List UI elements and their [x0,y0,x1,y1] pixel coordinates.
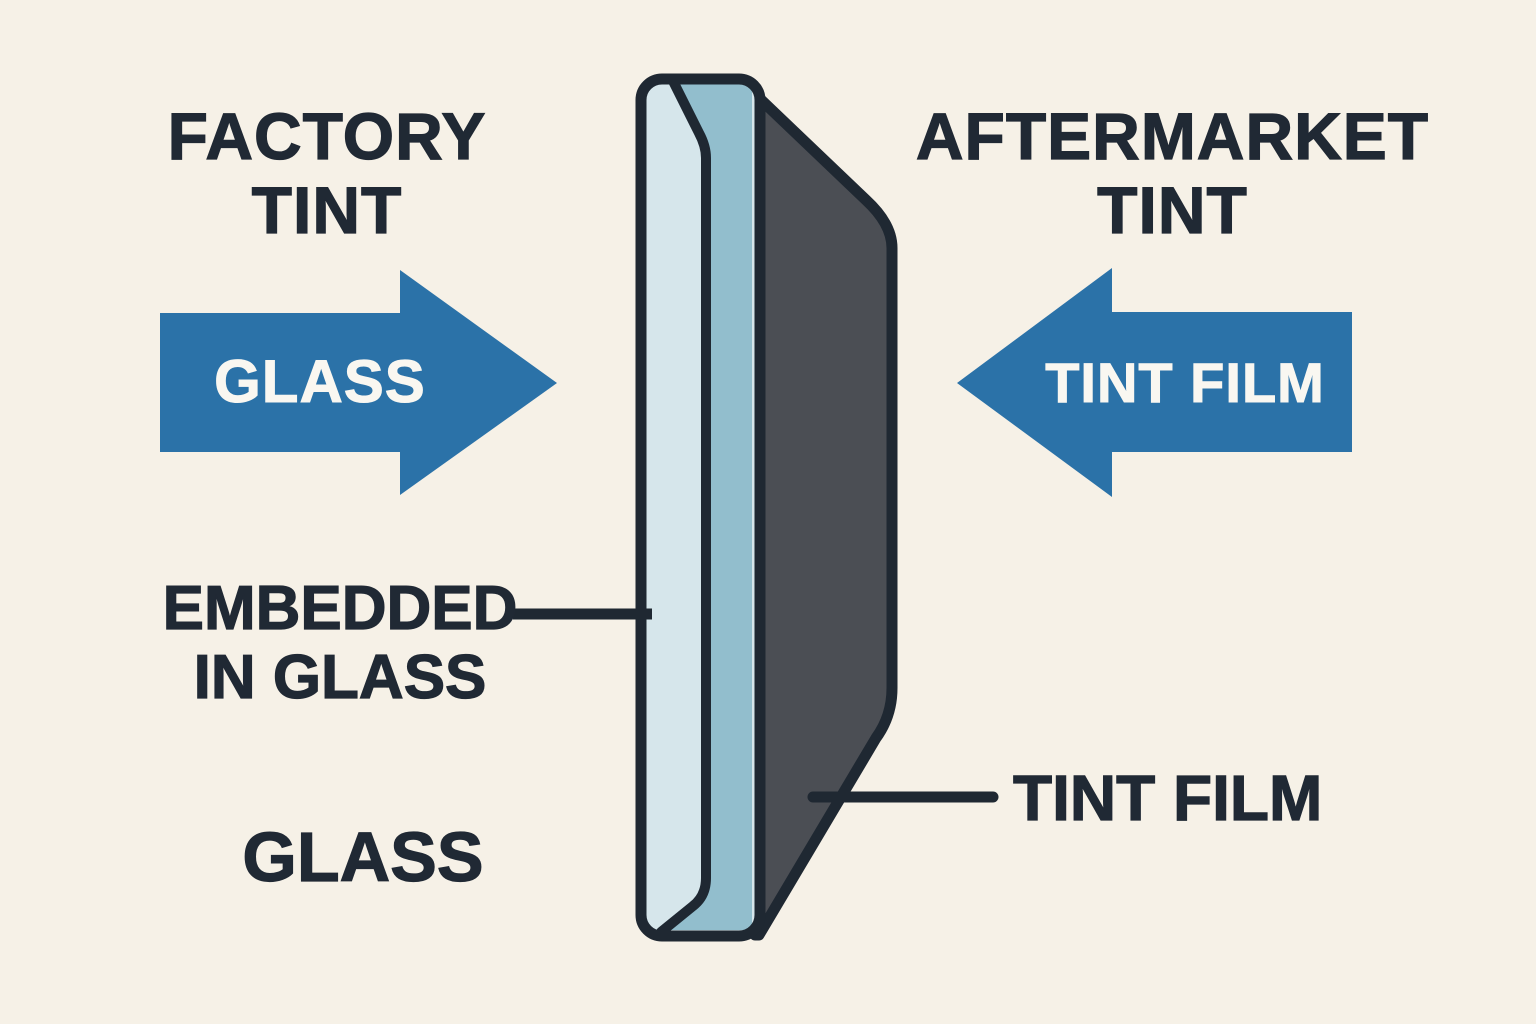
glass-label: GLASS [242,818,484,896]
tint-film-label: TINT FILM [1012,762,1323,834]
factory-tint-heading: FACTORY TINT [167,98,487,247]
aftermarket-arrow-icon [957,268,1352,497]
glass-panel-outline [635,73,766,942]
glass-fold-line [656,76,711,937]
aftermarket-tint-heading: AFTERMARKET TINT [915,98,1430,247]
aftermarket-arrow-label: TINT FILM [1045,351,1325,414]
tint-film-panel [749,90,898,941]
factory-arrow-label: GLASS [214,348,426,415]
embedded-in-glass-label: EMBEDDED IN GLASS [162,573,518,713]
factory-arrow-icon [160,270,557,495]
